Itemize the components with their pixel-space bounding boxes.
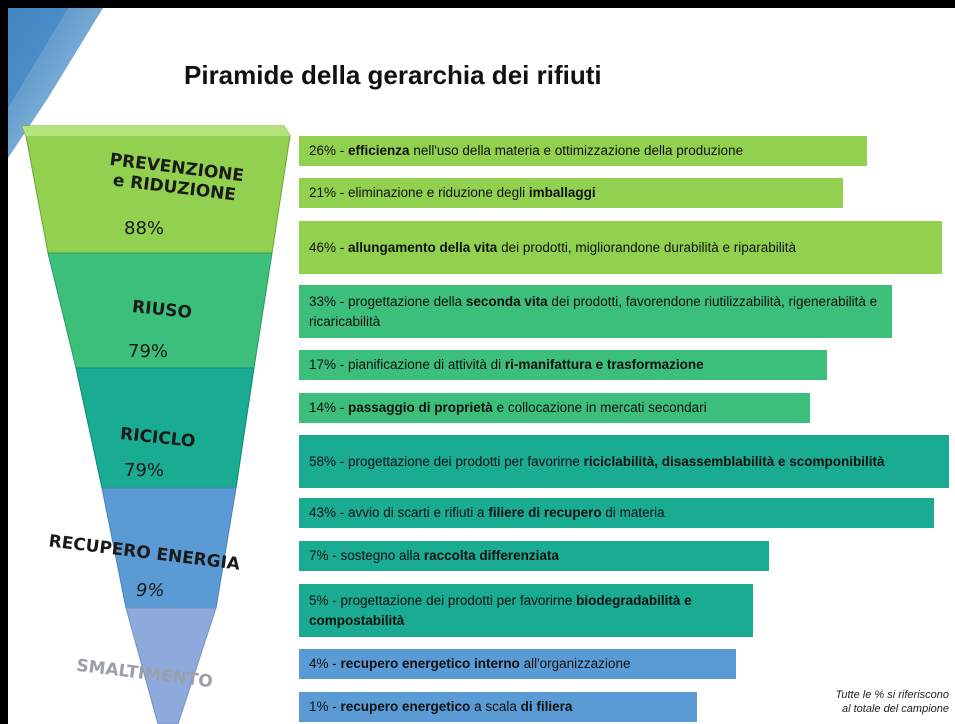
level-recupero-percent: 9% <box>136 580 165 601</box>
pyramid-graphic <box>8 8 291 724</box>
level-riciclo-percent: 79% <box>124 460 164 481</box>
bar-item: 4% - recupero energetico interno all'org… <box>299 649 736 679</box>
bar-item: 26% - efficienza nell'uso della materia … <box>299 136 867 166</box>
bar-item: 1% - recupero energetico a scala di fili… <box>299 692 697 722</box>
bar-item: 5% - progettazione dei prodotti per favo… <box>299 584 753 637</box>
level-prevenzione-percent: 88% <box>124 218 164 239</box>
bar-item: 43% - avvio di scarti e rifiuti a filier… <box>299 498 934 528</box>
level-smaltimento-shape <box>125 607 217 724</box>
level-riuso-percent-value: 79% <box>128 341 169 362</box>
bar-item: 14% - passaggio di proprietà e collocazi… <box>299 393 810 423</box>
bar-item: 17% - pianificazione di attività di ri-m… <box>299 350 827 380</box>
page-title: Piramide della gerarchia dei rifiuti <box>184 60 602 90</box>
bar-item: 33% - progettazione della seconda vita d… <box>299 285 892 338</box>
level-riciclo-percent-value: 79% <box>124 460 165 481</box>
bar-item: 58% - progettazione dei prodotti per fav… <box>299 435 949 488</box>
bar-item: 21% - eliminazione e riduzione degli imb… <box>299 178 843 208</box>
bar-item: 46% - allungamento della vita dei prodot… <box>299 221 942 274</box>
footnote-line-2: al totale del campione <box>841 703 949 715</box>
footnote-line-1: Tutte le % si riferiscono <box>835 689 949 701</box>
footnote: Tutte le % si riferiscono al totale del … <box>835 688 949 716</box>
level-prevenzione-percent-value: 88% <box>124 218 165 239</box>
bar-item: 7% - sostegno alla raccolta differenziat… <box>299 541 769 571</box>
slide: Piramide della gerarchia dei rifiuti PRE… <box>8 8 955 724</box>
level-riuso-percent: 79% <box>128 341 168 362</box>
level-recupero-percent-value: 9% <box>136 580 165 601</box>
